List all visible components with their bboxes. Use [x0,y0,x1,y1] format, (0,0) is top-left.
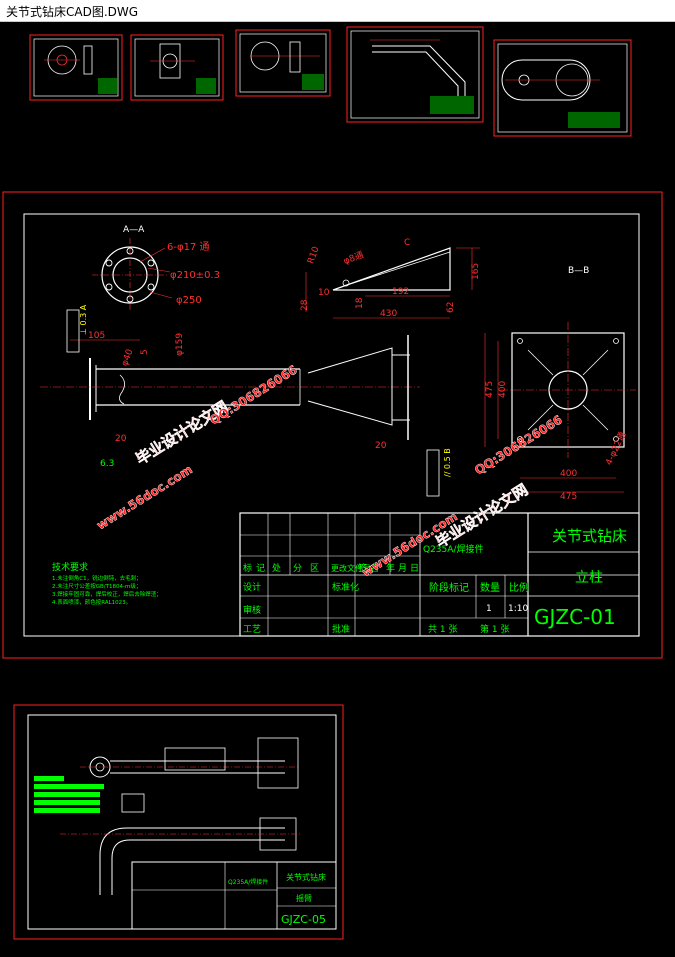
tb-header-10: 月 [398,563,407,574]
gusset-rib-view: R10 φ8通 C 165 28 10 18 192 62 430 [300,238,481,319]
dim-475-horizontal: 475 [560,492,577,502]
tb-header-4: 分 [293,563,302,574]
tb-header-1: 标 [243,562,252,574]
bottom-tb-material: Q235A/焊接件 [228,878,268,886]
tb-sheet-no: 第 1 张 [480,623,509,635]
tb-header-11: 日 [410,563,419,574]
roughness-mark: 6.3 [100,459,114,469]
tb-name: 关节式钻床 [552,527,627,545]
dim-bore: φ250 [176,295,202,306]
tb-header-3: 处 [272,562,281,574]
label-c: C [404,238,410,248]
column-main-view: 105 φ40 5 φ159 20 20 ⊥ 0.3 A // 0.5 B 6.… [40,304,452,497]
watermark-qq-right: QQ:306826066 [472,412,565,477]
note-2: 2.未注尺寸公差按GB/T1804-m级； [52,582,141,590]
watermark-brand-left: 毕业设计论文网 [133,397,232,468]
dim-10: 10 [318,288,330,298]
watermark-site-left: www.56doc.com [94,462,195,532]
tb-stage-mark: 阶段标记 [429,581,469,594]
section-aa-flange: A—A 6-φ17 通 φ210±0.3 φ250 [92,225,220,312]
tb-header-6: 更改文件号 [331,563,371,573]
dim-28: 28 [300,299,310,311]
dim-phi40: φ40 [120,348,135,368]
dim-pcd: φ210±0.3 [170,270,220,281]
window-title-bar: 关节式钻床CAD图.DWG [0,0,675,22]
main-sheet[interactable]: A—A 6-φ17 通 φ210±0.3 φ250 R10 φ8通 C [2,191,663,659]
dim-4-holes: 4-φ22通 [603,430,628,467]
dim-phi8: φ8通 [342,250,365,267]
bottom-sheet[interactable]: Q235A/焊接件 关节式钻床 摇臂 GJZC-05 [13,704,344,940]
tb-code: GJZC-01 [534,605,616,629]
dim-20a: 20 [115,434,127,444]
note-3: 3.焊接牢固可靠，焊后校正，焊后去除焊渣； [52,590,162,598]
note-1: 1.未注倒角C1，锐边倒钝，去毛刺； [52,574,142,582]
tb-header-9: 年 [386,562,395,574]
note-4: 4.表面喷漆，颜色按RAL1023。 [52,598,131,606]
tb-qty: 1 [486,604,492,614]
drawing-area[interactable]: A—A 6-φ17 通 φ210±0.3 φ250 R10 φ8通 C [0,22,675,953]
dim-62: 62 [446,302,456,313]
tolerance-b: // 0.5 B [443,448,452,477]
dim-400-horizontal: 400 [560,469,577,479]
dim-475-vertical: 475 [485,381,495,398]
tb-header-5: 区 [310,563,319,574]
dim-20b: 20 [375,441,387,451]
tolerance-a: ⊥ 0.3 A [79,304,88,335]
dim-165: 165 [471,263,481,280]
bottom-tb-code: GJZC-05 [281,913,326,926]
tb-process: 工艺 [243,624,261,635]
dim-105: 105 [88,331,105,341]
thumbnail-sheet-1[interactable] [29,34,123,101]
title-block: Q235A/焊接件 标 记 处 分 区 更改文件号 签 名 年 月 日 设计 标… [239,512,640,637]
section-bb-label: B—B [568,266,589,276]
tb-standard: 标准化 [332,581,359,593]
bottom-tb-name: 关节式钻床 [286,872,326,882]
tb-design: 设计 [243,581,261,593]
tb-header-2: 记 [256,563,265,574]
dim-r10: R10 [306,245,322,265]
cad-canvas[interactable]: A—A 6-φ17 通 φ210±0.3 φ250 R10 φ8通 C [0,22,675,953]
window-title: 关节式钻床CAD图.DWG [6,5,139,19]
tb-header-8: 名 [370,562,379,574]
technical-notes: 技术要求 1.未注倒角C1，锐边倒钝，去毛刺； 2.未注尺寸公差按GB/T180… [52,561,162,606]
tb-sheet-total: 共 1 张 [428,624,457,635]
notes-title: 技术要求 [52,561,88,573]
tb-material: Q235A/焊接件 [423,543,483,555]
thumbnail-sheet-4[interactable] [346,26,484,123]
thumbnail-sheet-3[interactable] [235,29,331,97]
tb-part: 立柱 [575,570,603,586]
section-aa-label: A—A [123,225,145,235]
tb-review: 审核 [243,604,261,616]
tb-scale: 比例 [509,581,529,594]
dim-430: 430 [380,309,397,319]
tb-approve: 批准 [332,623,350,635]
tb-weight: 数量 [480,581,500,594]
tb-header-7: 签 [358,562,367,574]
dim-192: 192 [392,287,409,297]
section-bb-baseplate: B—B 475 400 400 475 4-φ22通 [484,266,636,502]
thumbnail-sheet-2[interactable] [130,34,224,101]
watermark-qq-left: QQ:306826066 [207,362,300,427]
dim-400-vertical: 400 [498,381,508,398]
dim-18: 18 [355,297,365,309]
tb-scale-value: 1:10 [508,604,528,614]
thumbnail-sheet-5[interactable] [493,39,632,137]
watermark-left: www.56doc.com 毕业设计论文网 QQ:306826066 [94,362,300,532]
dim-holes: 6-φ17 通 [167,241,209,253]
dim-5: 5 [140,349,150,355]
dim-phi159: φ159 [175,333,185,356]
bottom-tb-part: 摇臂 [296,893,312,903]
